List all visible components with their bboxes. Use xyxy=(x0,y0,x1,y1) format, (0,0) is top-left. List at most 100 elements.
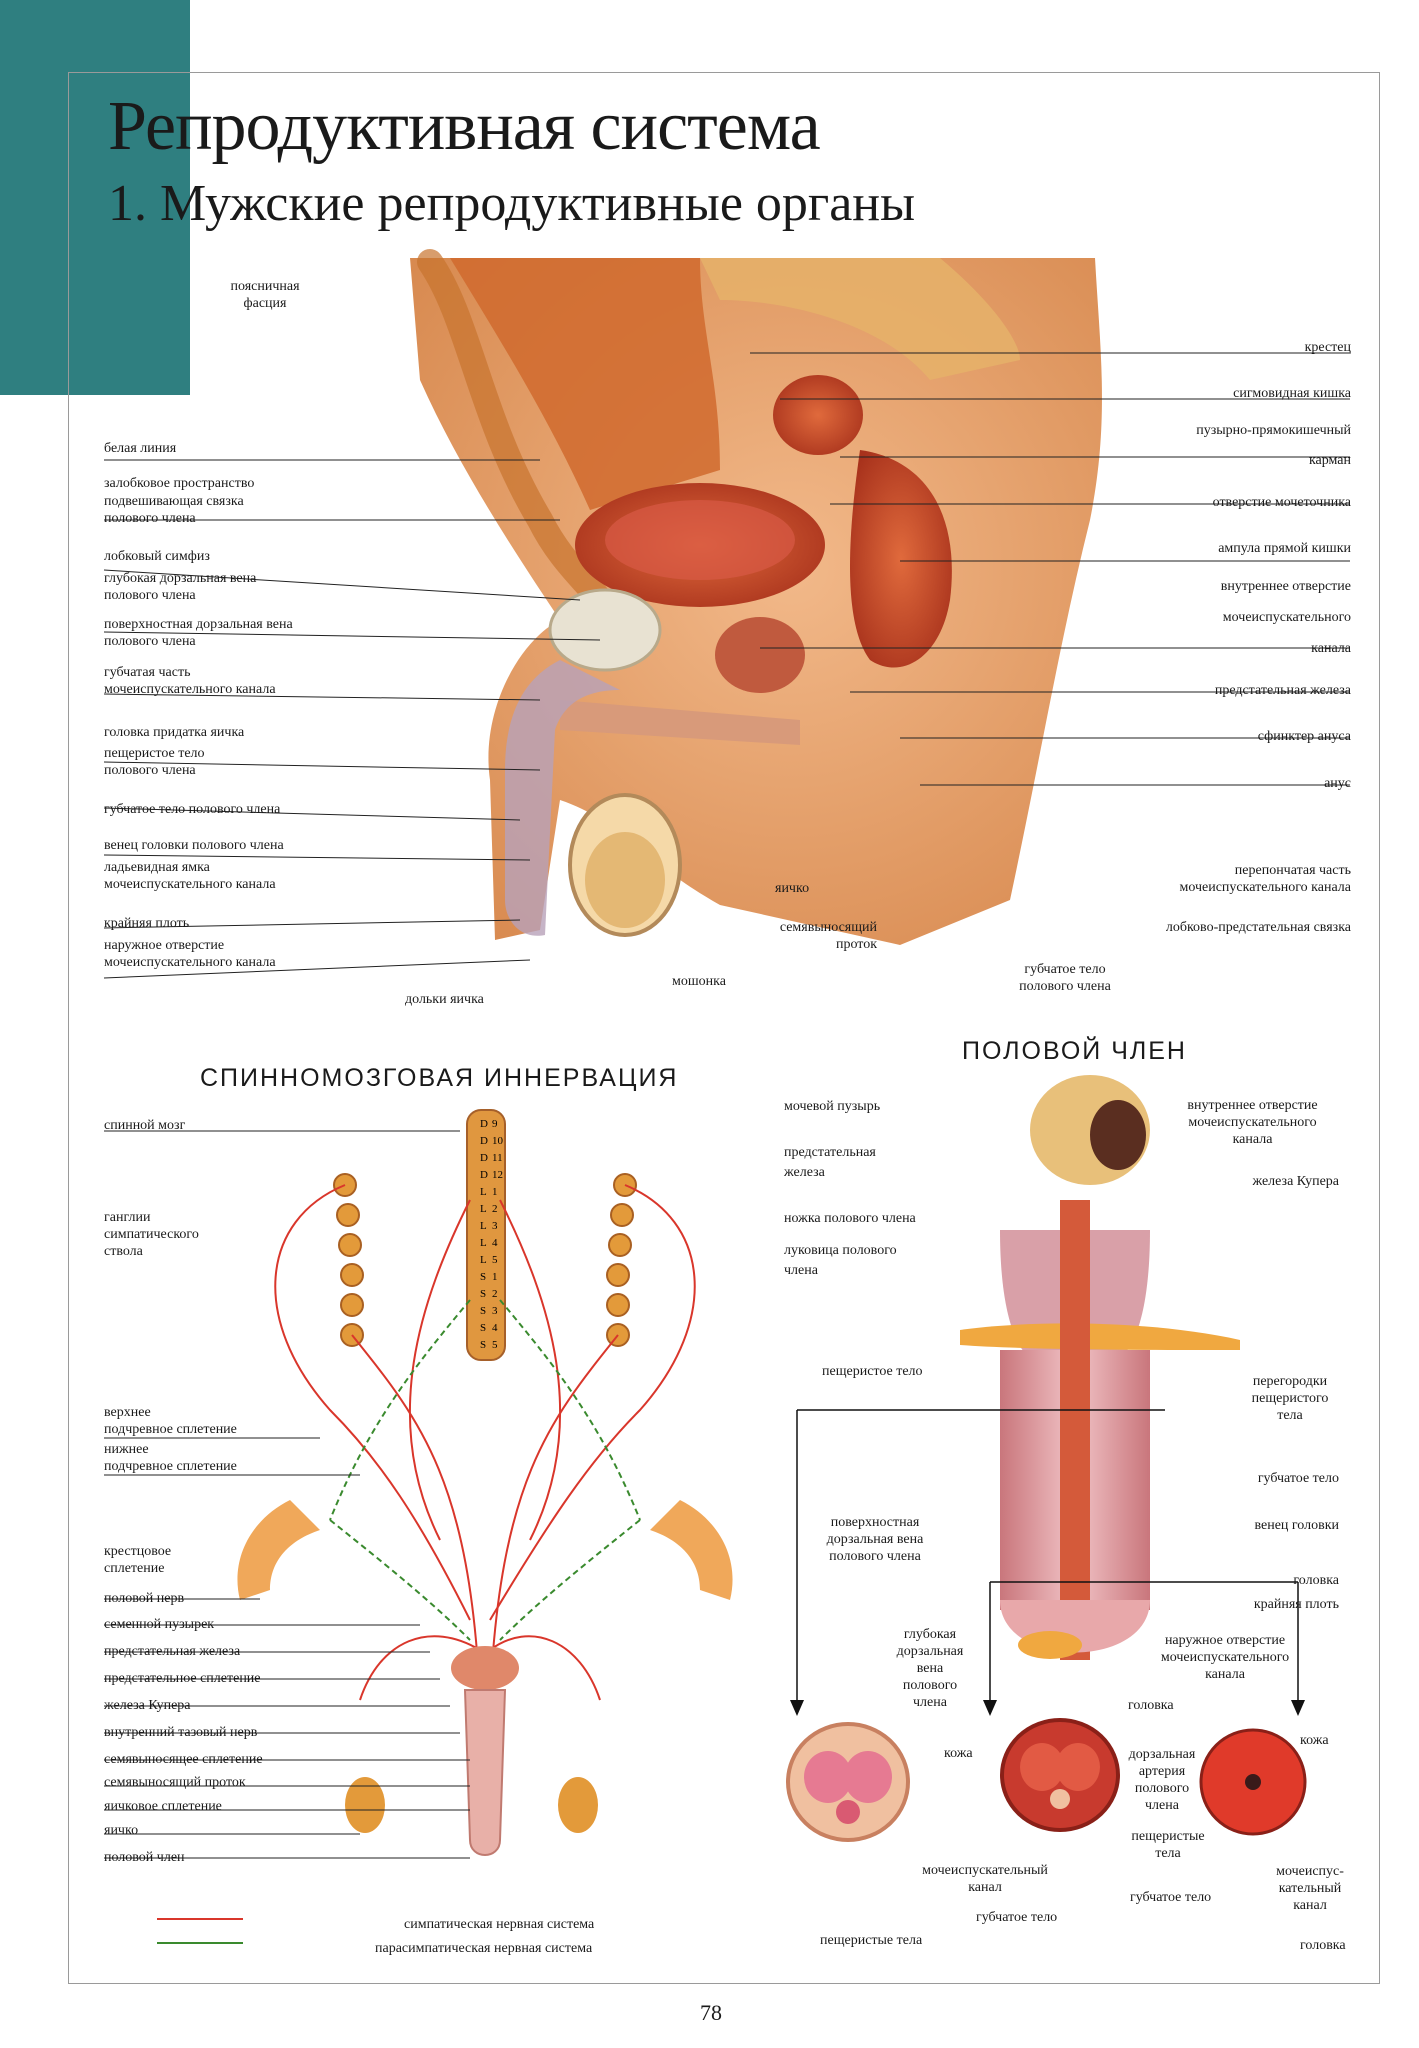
svg-text:4: 4 xyxy=(492,1237,498,1249)
label-testis-2: яичко xyxy=(104,1823,139,1838)
label-sympathetic-ganglia: ганглии симпатического ствола xyxy=(104,1210,199,1259)
label-sigmoid-colon: сигмовидная кишка xyxy=(1233,386,1351,401)
label-internal-orifice-2: внутреннее отверстие мочеиспускательного… xyxy=(1187,1098,1318,1147)
cross-section-2 xyxy=(1000,1718,1120,1832)
label-testicular-plexus: яичковое сплетение xyxy=(104,1799,222,1814)
label-bulb-penis: луковица полового члена xyxy=(784,1243,897,1278)
label-corpus-spongiosum: губчатое тело полового члена xyxy=(104,802,281,817)
label-cross-urethra-2: мочеиспус- кательный канал xyxy=(1276,1864,1344,1913)
label-cross-glans: головка xyxy=(1128,1698,1174,1713)
label-vas-deferens-2: семявыносящий проток xyxy=(104,1775,246,1790)
label-anus: анус xyxy=(1324,776,1351,791)
label-superficial-dorsal-vein: поверхностная дорзальная вена полового ч… xyxy=(104,617,293,649)
page-subtitle: 1. Мужские репродуктивные органы xyxy=(108,175,916,232)
label-membranous-urethra: перепончатая часть мочеиспускательного к… xyxy=(1179,863,1351,895)
label-spinal-cord: спинной мозг xyxy=(104,1118,186,1133)
label-internal-urethral-orifice: внутреннее отверстие мочеиспускательного… xyxy=(1220,579,1351,656)
label-corpus-cavernosum: пещеристое тело полового члена xyxy=(104,746,205,778)
label-spongy-body-3: губчатое тело xyxy=(1257,1471,1339,1486)
label-inferior-hypogastric: нижнее подчревное сплетение xyxy=(104,1442,237,1474)
svg-text:4: 4 xyxy=(492,1322,498,1334)
label-cross-skin-2: кожа xyxy=(1300,1733,1329,1748)
penis-heading: ПОЛОВОЙ ЧЛЕН xyxy=(962,1037,1187,1065)
svg-text:2: 2 xyxy=(492,1203,498,1215)
svg-text:D: D xyxy=(480,1135,488,1147)
svg-text:S: S xyxy=(480,1271,486,1283)
label-pelvic-splanchnic: внутренний тазовый нерв xyxy=(104,1725,258,1740)
page-frame xyxy=(68,72,1380,1984)
svg-text:L: L xyxy=(480,1186,487,1198)
svg-text:1: 1 xyxy=(492,1271,498,1283)
label-rectal-ampulla: ампула прямой кишки xyxy=(1218,541,1351,556)
label-penis: половой член xyxy=(104,1850,185,1865)
label-prostate: предстательная железа xyxy=(1214,683,1351,698)
label-cross-glans-2: головка xyxy=(1300,1938,1346,1953)
label-ureteric-orifice: отверстие мочеточника xyxy=(1212,495,1351,510)
svg-text:S: S xyxy=(480,1305,486,1317)
label-superior-hypogastric: верхнее подчревное сплетение xyxy=(104,1405,237,1437)
label-sacral-plexus: крестцовое сплетение xyxy=(104,1544,172,1576)
label-deferential-plexus: семявыносящее сплетение xyxy=(104,1752,263,1767)
svg-text:11: 11 xyxy=(492,1152,503,1164)
label-cross-cavernous: пещеристые тела xyxy=(1131,1829,1205,1861)
label-suspensory-ligament: подвешивающая связка полового члена xyxy=(104,494,244,526)
svg-text:9: 9 xyxy=(492,1118,498,1130)
svg-text:L: L xyxy=(480,1220,487,1232)
label-septum: перегородки пещеристого тела xyxy=(1251,1374,1329,1423)
svg-text:L: L xyxy=(480,1203,487,1215)
label-prostatic-plexus: предстательное сплетение xyxy=(104,1671,261,1686)
label-cowper-gland: железа Купера xyxy=(104,1698,191,1713)
svg-text:10: 10 xyxy=(492,1135,504,1147)
label-glans: головка xyxy=(1293,1573,1339,1588)
svg-text:12: 12 xyxy=(492,1169,503,1181)
svg-text:L: L xyxy=(480,1237,487,1249)
label-epididymis-head: головка придатка яичка xyxy=(104,725,245,740)
svg-text:S: S xyxy=(480,1322,486,1334)
label-lumbar-fascia: поясничная фасция xyxy=(230,279,300,311)
leader-lines xyxy=(103,352,1350,1859)
label-puboprostatic-ligament: лобково-предстательная связка xyxy=(1165,920,1351,935)
label-seminal-vesicle: семенной пузырек xyxy=(104,1617,215,1632)
label-prostate-penis: предстательная железа xyxy=(784,1145,876,1180)
label-cross-urethra: мочеиспускательный канал xyxy=(922,1863,1048,1895)
innervation-heading: СПИННОМОЗГОВАЯ ИННЕРВАЦИЯ xyxy=(200,1064,679,1092)
page-number: 78 xyxy=(700,2000,722,2025)
svg-text:3: 3 xyxy=(492,1220,498,1232)
label-superficial-dorsal-vein-2: поверхностная дорзальная вена полового ч… xyxy=(826,1515,924,1564)
label-navicular-fossa: ладьевидная ямка мочеиспускательного кан… xyxy=(104,860,276,892)
legend-sympathetic: симпатическая нервная система xyxy=(404,1917,595,1932)
label-linea-alba: белая линия xyxy=(104,441,177,456)
svg-text:5: 5 xyxy=(492,1254,498,1266)
label-cross-spongy-2: губчатое тело xyxy=(1130,1890,1212,1905)
svg-text:D: D xyxy=(480,1152,488,1164)
label-crus-penis: ножка полового члена xyxy=(784,1211,916,1226)
label-testis-lobules: дольки яичка xyxy=(405,992,484,1007)
label-deep-dorsal-vein-2: глубокая дорзальная вена полового члена xyxy=(896,1627,964,1710)
cross-section-1 xyxy=(786,1722,910,1842)
svg-text:D: D xyxy=(480,1169,488,1181)
sagittal-section-figure xyxy=(410,249,1102,945)
label-glans-corona-2: венец головки xyxy=(1254,1518,1339,1533)
label-glans-corona: венец головки полового члена xyxy=(104,838,284,853)
svg-text:1: 1 xyxy=(492,1186,498,1198)
svg-text:D: D xyxy=(480,1118,488,1130)
label-cross-cavernous-2: пещеристые тела xyxy=(820,1933,923,1948)
label-cross-spongy-1: губчатое тело xyxy=(976,1910,1058,1925)
label-pubic-symphysis: лобковый симфиз xyxy=(104,549,210,564)
svg-text:3: 3 xyxy=(492,1305,498,1317)
svg-text:L: L xyxy=(480,1254,487,1266)
label-prostate-gland: предстательная железа xyxy=(104,1644,241,1659)
cross-section-3 xyxy=(1199,1728,1307,1836)
label-cavernous-body: пещеристое тело xyxy=(822,1364,923,1379)
label-cross-skin-1: кожа xyxy=(944,1746,973,1761)
label-scrotum: мошонка xyxy=(672,974,726,989)
svg-text:S: S xyxy=(480,1288,486,1300)
label-testis: яичко xyxy=(775,881,810,896)
svg-text:5: 5 xyxy=(492,1339,498,1351)
legend-parasympathetic: парасимпатическая нервная система xyxy=(375,1941,593,1956)
penis-figure xyxy=(786,1075,1307,1842)
svg-text:2: 2 xyxy=(492,1288,498,1300)
label-cowper-gland-2: железа Купера xyxy=(1252,1174,1339,1189)
